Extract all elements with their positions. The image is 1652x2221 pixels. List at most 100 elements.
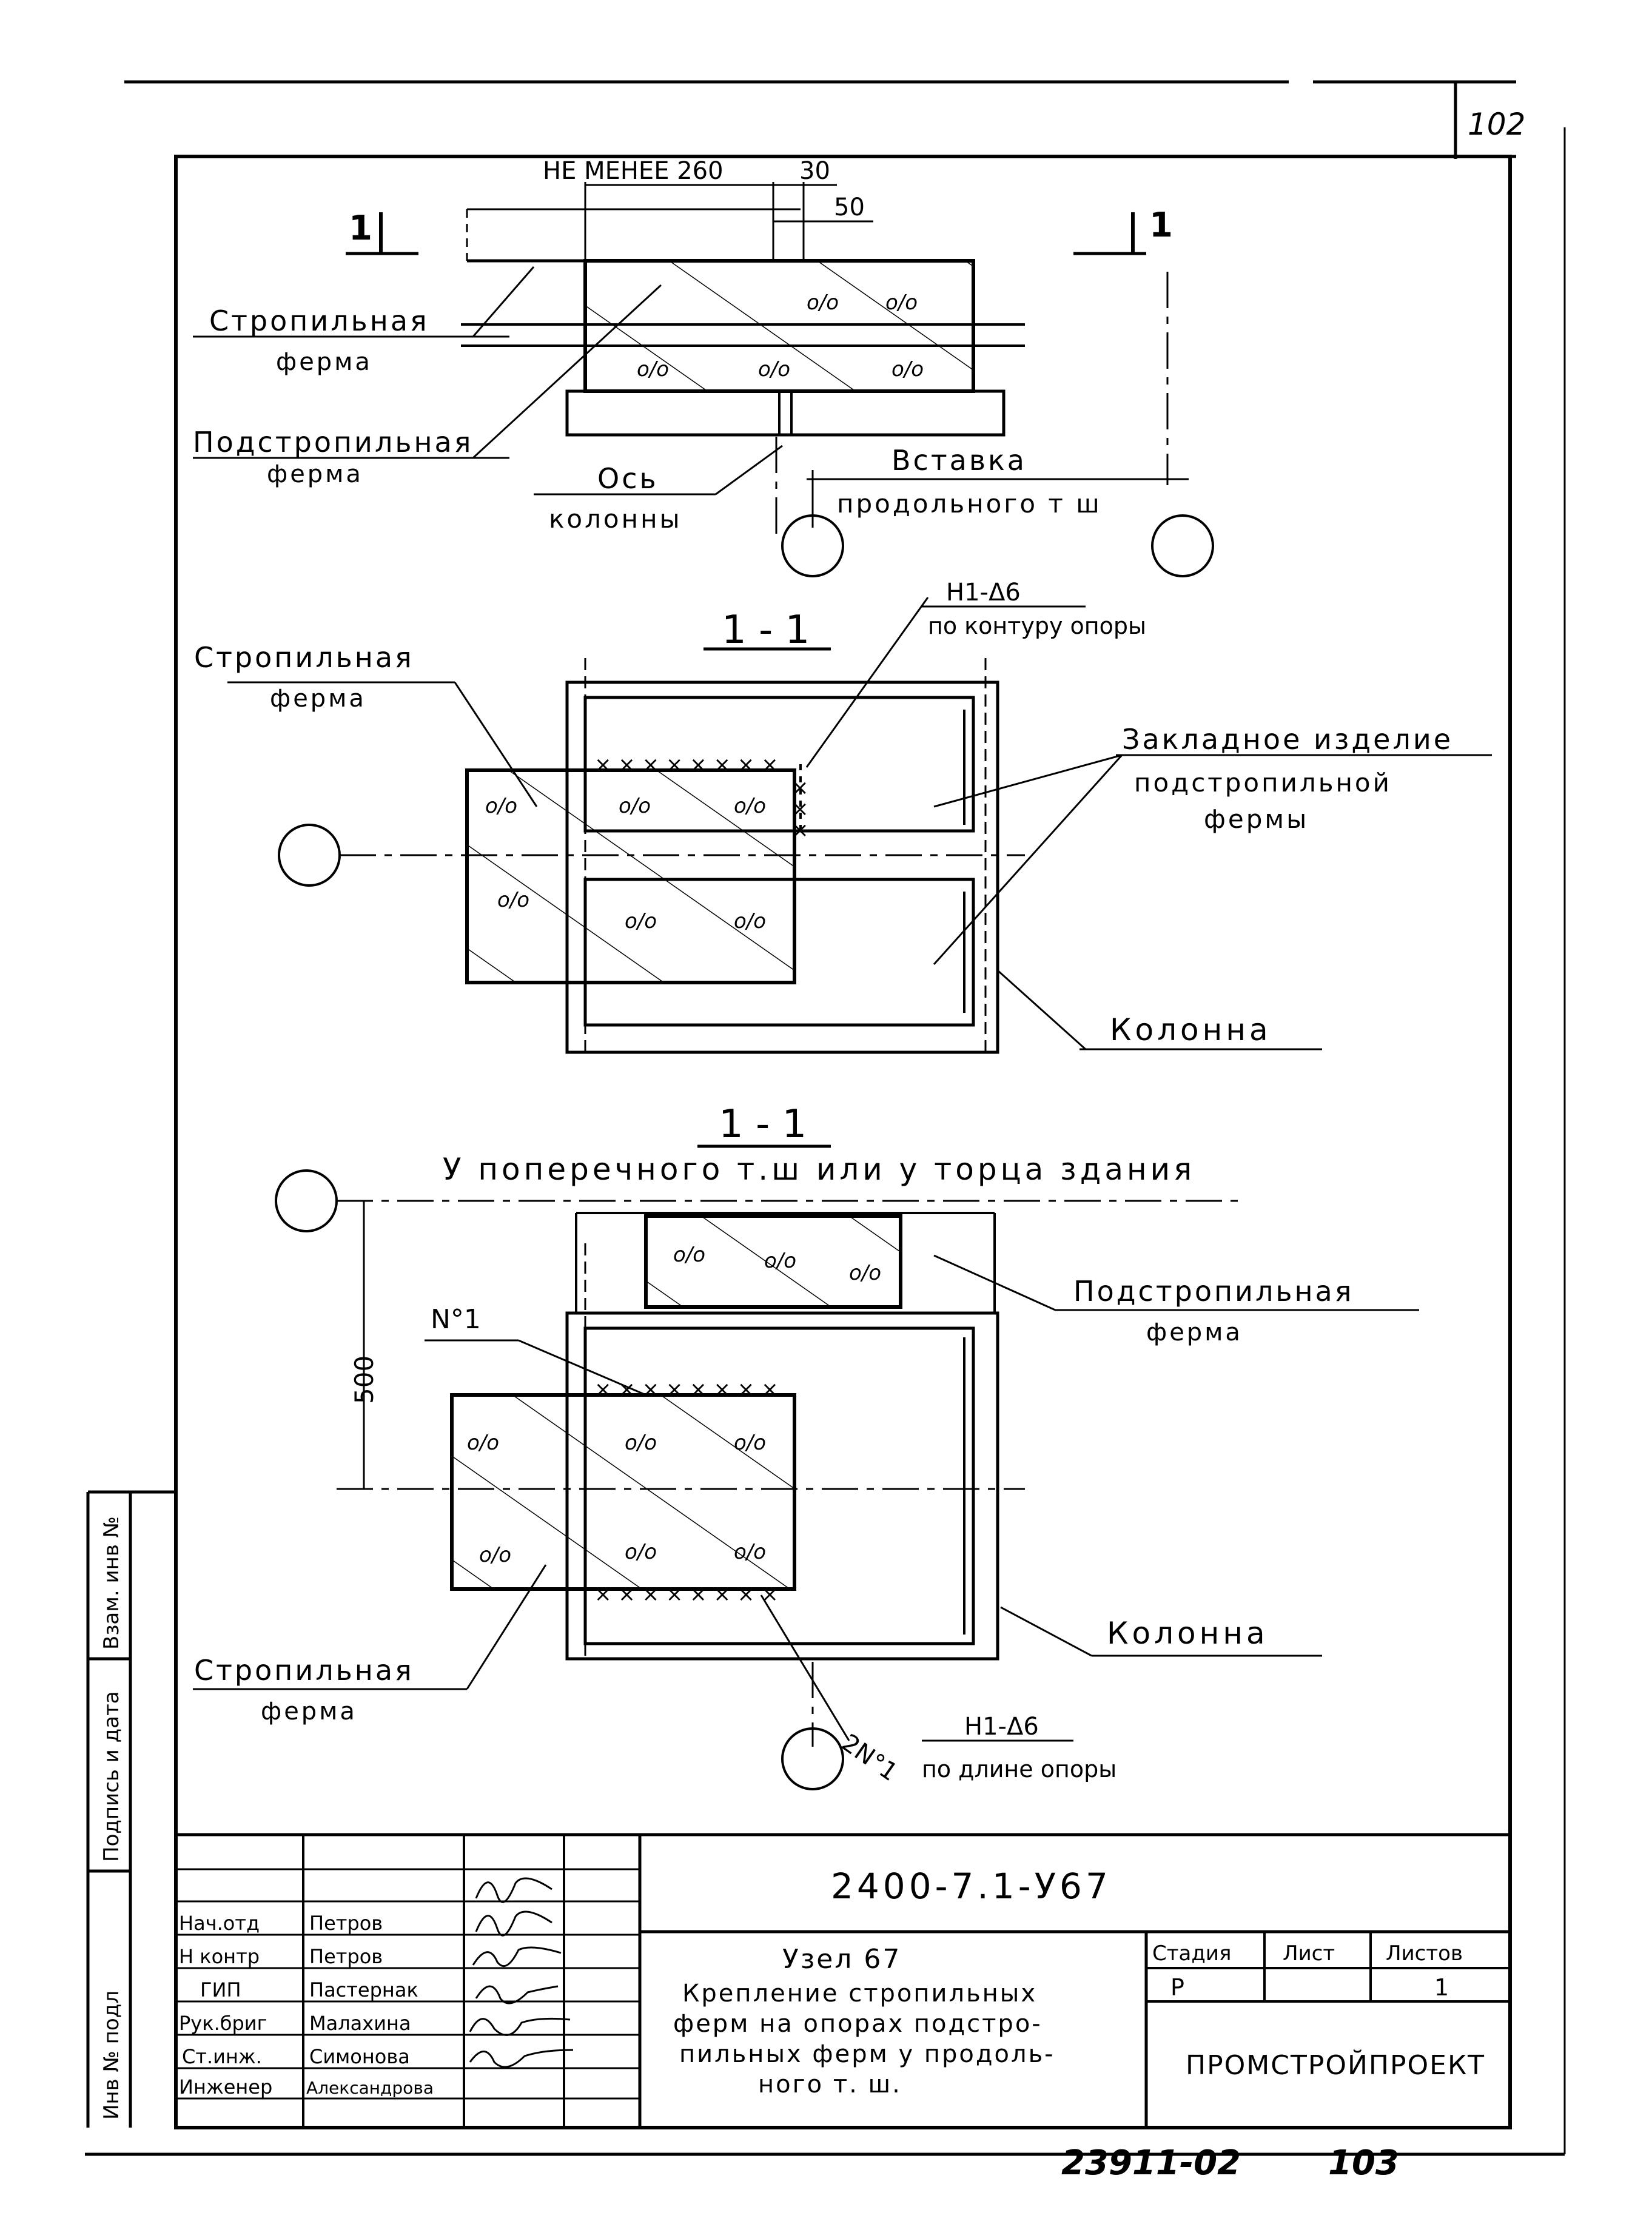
doc-code: 2400-7.1-У67 (831, 1866, 1112, 1907)
embed-label-mid-3: фермы (1204, 804, 1309, 834)
role-2: Н контр (179, 1945, 260, 1968)
name-4: Малахина (309, 2012, 411, 2035)
bottom-number-2: 103 (1328, 2143, 1399, 2183)
hatch-mark: о/о (758, 357, 790, 381)
hatch-mark: о/о (619, 794, 651, 818)
title-line-1: Узел 67 (782, 1944, 901, 1975)
weld-mark-mid: Н1-Δ6 (946, 579, 1021, 606)
subtruss-label-bot-2: ферма (1146, 1319, 1243, 1346)
stamp-sign-date: Подпись и дата (99, 1691, 124, 1862)
hatch-mark: о/о (807, 291, 839, 315)
title-block-text: 2400-7.1-У67 Узел 67 Крепление стропильн… (179, 1866, 1484, 2098)
view-mid-labels: 1 - 1 Н1-Δ6 по контуру опоры Стропильная… (194, 579, 1453, 1047)
dim-min-260: НЕ МЕНЕЕ 260 (543, 157, 724, 185)
stamp-inv-sub: Инв № подл (99, 1991, 124, 2120)
name-3: Пастернак (309, 1978, 418, 2001)
truss-label-top-2: ферма (276, 348, 372, 376)
weld-mark-bot: Н1-Δ6 (964, 1713, 1039, 1741)
weld-cross-row-bot-top: × × × × × × × × (594, 1377, 779, 1402)
dim-30: 30 (799, 157, 830, 185)
mark-2n1: 2N°1 (836, 1729, 902, 1787)
sheet-header: Лист (1283, 1941, 1335, 1966)
column-label-mid: Колонна (1110, 1012, 1272, 1047)
weld-cross-col: × (791, 818, 809, 842)
insert-label: Вставка (891, 444, 1027, 477)
hatch-mark: о/о (734, 794, 766, 818)
role-3: ГИП (200, 1978, 241, 2001)
hatch-mark: о/о (637, 357, 669, 381)
name-2: Петров (309, 1945, 383, 1968)
insert-label-2: продольного т ш (837, 489, 1102, 519)
hatch-mark: о/о (625, 1431, 657, 1455)
hatch-mark: о/о (625, 1540, 657, 1564)
subtruss-label-bot: Подстропильная (1073, 1275, 1354, 1308)
axis-label-2: колонны (549, 504, 682, 534)
page-number: 102 (1468, 107, 1525, 142)
truss-label-top: Стропильная (209, 304, 429, 337)
weld-cross-row-bot-bottom: × × × × × × × × (594, 1582, 779, 1607)
column-label-bot: Колонна (1107, 1616, 1269, 1651)
dim-50: 50 (834, 193, 865, 221)
hatch-annotations: о/о о/о о/о о/о о/о о/о о/о о/о о/о о/о … (467, 291, 924, 1567)
hatch-mark: о/о (497, 888, 529, 912)
view-bot (193, 1144, 1419, 1790)
weld-cross-row: × × × × × × × × (594, 753, 779, 777)
title-line-3: ферм на опорах подстро- (673, 2010, 1043, 2038)
title-line-4: пильных ферм у продоль- (679, 2040, 1055, 2068)
hatch-mark: о/о (734, 909, 766, 933)
name-1: Петров (309, 1912, 383, 1935)
subtruss-label-top-2: ферма (267, 460, 363, 488)
hatch-mark: о/о (734, 1431, 766, 1455)
hatch-mark: о/о (625, 909, 657, 933)
role-4: Рук.бриг (179, 2012, 267, 2035)
view-top-labels: 1 1 НЕ МЕНЕЕ 260 30 50 Стропильная ферма… (193, 157, 1173, 534)
bottom-number: 23911-02 (1061, 2143, 1241, 2183)
role-1: Нач.отд (179, 1912, 260, 1935)
truss-label-mid-2: ферма (270, 685, 366, 713)
section-title-bot: 1 - 1 (719, 1102, 807, 1147)
title-line-5: ного т. ш. (758, 2071, 902, 2098)
view-bot-labels: 1 - 1 У поперечного т.ш или у торца здан… (194, 1102, 1354, 1787)
hatch-mark: о/о (885, 291, 918, 315)
truss-label-mid: Стропильная (194, 641, 414, 674)
view-top (193, 182, 1214, 577)
role-5: Ст.инж. (182, 2045, 262, 2068)
truss-section-bot (450, 1393, 796, 1591)
subtruss-section-bot (644, 1214, 902, 1309)
hatch-mark: о/о (467, 1431, 499, 1455)
side-stamp (86, 1490, 176, 2128)
truss-section-mid (465, 768, 796, 984)
signatures (469, 1877, 574, 2068)
title-block (176, 1833, 1510, 2128)
section-title-mid: 1 - 1 (722, 608, 810, 653)
weld-cross-col: × (791, 797, 809, 821)
axis-label: Ось (597, 462, 659, 495)
hatch-mark: о/о (764, 1249, 796, 1273)
hatch-mark: о/о (891, 357, 924, 381)
embed-label-mid-2: подстропильной (1134, 768, 1392, 798)
side-stamp-labels: Инв № подл Подпись и дата Взам. инв № (99, 1516, 124, 2120)
hatch-mark: о/о (849, 1261, 881, 1285)
title-line-2: Крепление стропильных (682, 1980, 1037, 2008)
hatch-mark: о/о (673, 1243, 705, 1267)
truss-elevation (583, 259, 975, 393)
hatch-mark: о/о (479, 1543, 511, 1567)
stage-value: Р (1170, 1974, 1184, 2001)
truss-label-bot: Стропильная (194, 1654, 414, 1687)
name-5: Симонова (309, 2045, 410, 2068)
weld-cross-col: × (791, 776, 809, 800)
weld-crosses: × × × × × × × × × × × × × × × × × × × × … (594, 753, 809, 1607)
weld-note-mid: по контуру опоры (928, 613, 1146, 639)
stage-header: Стадия (1152, 1941, 1231, 1966)
sheets-value: 1 (1434, 1974, 1449, 2001)
subtruss-label-top: Подстропильная (193, 426, 473, 459)
subtitle-bot: У поперечного т.ш или у торца здания (443, 1152, 1195, 1187)
truss-label-bot-2: ферма (261, 1698, 357, 1725)
embed-label-mid: Закладное изделие (1122, 723, 1453, 756)
subtruss-elevation (565, 389, 1006, 437)
stamp-replace-inv: Взам. инв № (99, 1516, 124, 1650)
weld-note-bot: по длине опоры (922, 1756, 1116, 1783)
hatch-mark: о/о (485, 794, 517, 818)
hatch-mark: о/о (734, 1540, 766, 1564)
